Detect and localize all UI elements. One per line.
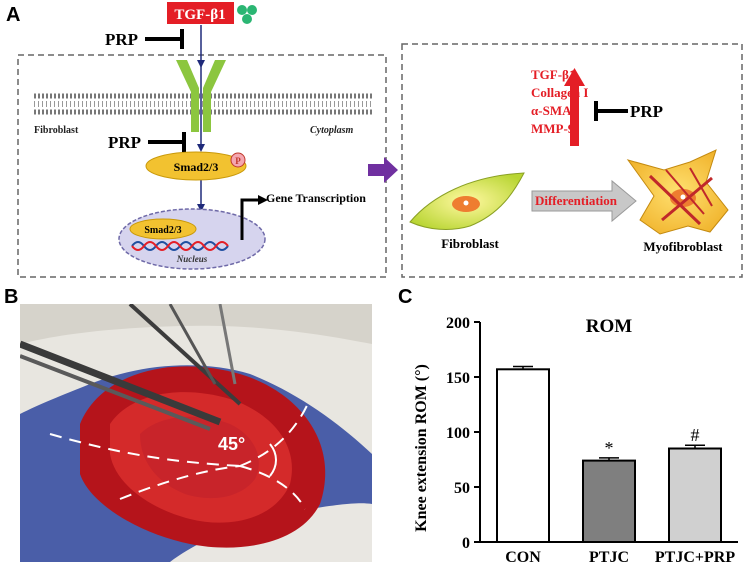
- bar: [582, 459, 636, 544]
- prp-mid-label: PRP: [108, 133, 141, 152]
- ligand-icon: [237, 5, 257, 24]
- prp-right-label: PRP: [630, 102, 663, 121]
- phospho-icon: [230, 152, 246, 168]
- bar: [668, 447, 722, 543]
- purple-arrow-icon: [368, 157, 398, 183]
- y-tick-label: 0: [462, 535, 470, 552]
- fibroblast-membrane-label: Fibroblast: [34, 125, 79, 136]
- panel-a-diagram: TGF-β1 PRP Fibroblast Cytoplasm PRP Smad…: [17, 2, 743, 278]
- panel-c-label: C: [398, 286, 413, 308]
- chart-title: ROM: [586, 316, 633, 337]
- gene-transcription-label: Gene Transcription: [266, 191, 366, 205]
- surgical-photo-illustration: [20, 304, 372, 562]
- x-tick-label: CON: [505, 549, 541, 566]
- inhibit-right-icon: [594, 101, 628, 121]
- rom-bar-chart: ROM Knee extension ROM (°) 0 50 100 150 200C…: [413, 315, 738, 566]
- signal-arrow-icon: [197, 25, 205, 212]
- tgf-beta1-label: TGF-β1: [174, 7, 225, 23]
- panel-b-label: B: [4, 286, 19, 308]
- y-tick-label: 50: [454, 480, 470, 497]
- nuclear-smad-label: Smad2/3: [144, 225, 181, 236]
- nuclear-smad-icon: [129, 218, 197, 240]
- dna-icon: [131, 241, 229, 251]
- upregulation-arrow-icon: [564, 68, 585, 146]
- tgf-beta1-box: [167, 2, 234, 24]
- y-tick-label: 200: [446, 315, 470, 332]
- nucleus-label: Nucleus: [176, 254, 208, 264]
- y-axis-label: Knee extension ROM (°): [413, 364, 430, 532]
- prp-top-label: PRP: [105, 30, 138, 49]
- myofibroblast-label: Myofibroblast: [643, 239, 723, 254]
- marker-item: α-SMA: [531, 103, 572, 118]
- y-tick-label: 100: [446, 425, 470, 442]
- myofibroblast-cell-icon: [626, 149, 729, 235]
- smad-label: Smad2/3: [174, 160, 219, 174]
- fibroblast-label: Fibroblast: [441, 236, 499, 251]
- significance-label: #: [691, 425, 700, 445]
- panel-a-label: A: [6, 4, 21, 26]
- differentiation-arrow-icon: [531, 179, 637, 223]
- outcome-box: [401, 43, 743, 278]
- inhibit-top-icon: [145, 29, 184, 49]
- bar: [496, 368, 550, 543]
- inhibit-mid-icon: [148, 132, 186, 152]
- signaling-box: [17, 54, 387, 278]
- angle-label: 45°: [218, 434, 246, 454]
- differentiation-label: Differentiation: [535, 193, 618, 208]
- y-tick-label: 150: [446, 370, 470, 387]
- marker-item: TGF-β1: [531, 67, 575, 82]
- smad-protein-icon: [145, 151, 247, 181]
- fibroblast-cell-icon: [409, 172, 525, 230]
- cytoplasm-label: Cytoplasm: [310, 125, 354, 136]
- x-tick-label: PTJC+PRP: [655, 549, 735, 566]
- marker-item: MMP-9: [531, 121, 575, 136]
- x-tick-label: PTJC: [589, 549, 629, 566]
- marker-item: Collagen I: [531, 85, 588, 100]
- transcription-arrow-icon: [240, 195, 268, 240]
- significance-label: *: [605, 438, 614, 458]
- surgical-photo: 45°: [20, 304, 372, 562]
- receptor-icon: [176, 60, 226, 132]
- phospho-label: P: [235, 156, 241, 166]
